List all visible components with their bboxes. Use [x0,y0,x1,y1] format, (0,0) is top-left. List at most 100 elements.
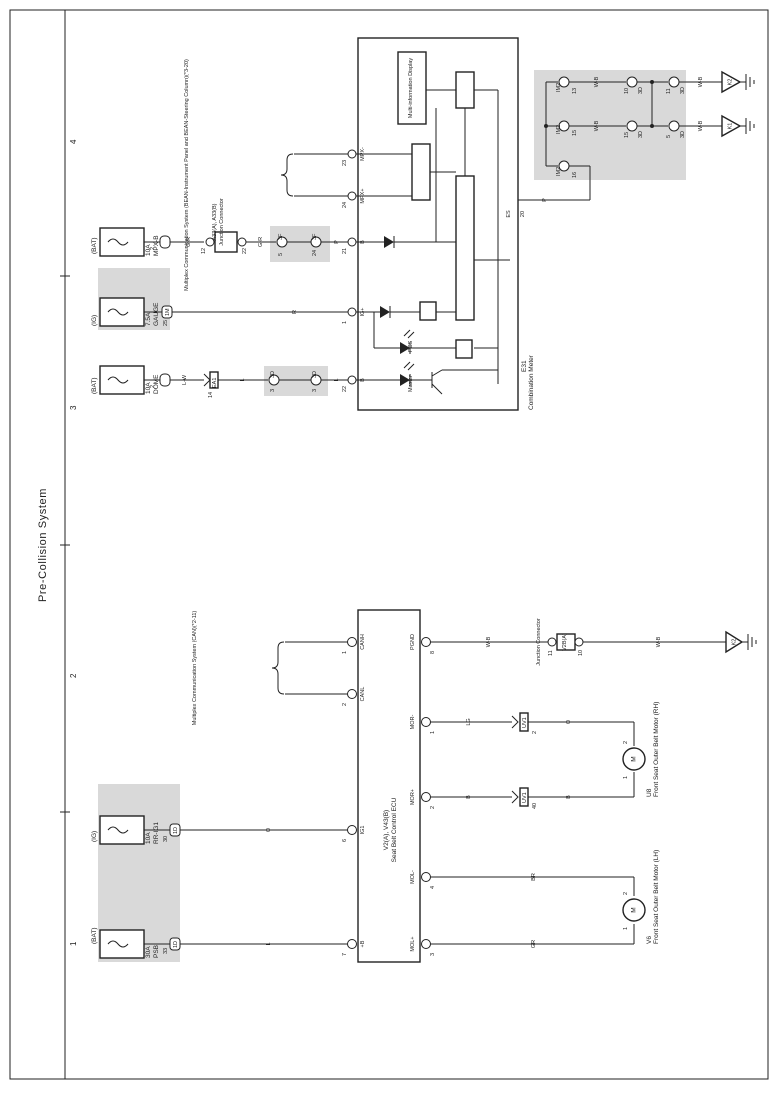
svg-text:3D: 3D [638,87,644,94]
svg-text:L: L [266,942,272,945]
svg-text:L-W: L-W [182,374,188,385]
svg-text:10: 10 [578,650,584,656]
svg-text:1: 1 [623,927,629,930]
svg-text:V2B(A): V2B(A) [562,633,568,651]
svg-text:PGND: PGND [410,634,416,650]
svg-text:3: 3 [430,953,436,956]
svg-text:UV1: UV1 [522,717,528,728]
svg-text:GR: GR [531,940,537,948]
svg-text:40: 40 [532,803,538,809]
svg-text:2: 2 [532,731,538,734]
svg-text:IM2: IM2 [556,167,562,176]
svg-text:W-B: W-B [594,76,600,87]
fuse-rrig1-pin: 30 [163,836,169,842]
svg-text:Combination Meter: Combination Meter [528,354,535,410]
svg-text:EA1: EA1 [212,378,218,388]
junction-connector-a33 [214,231,238,253]
svg-text:MPX-B: MPX-B [153,235,160,256]
svg-text:E31: E31 [521,360,528,372]
lower-section: (BAT) 30A PSB 33 1D (IG) 10A RR-IG1 30 1… [91,609,757,963]
svg-text:M: M [631,756,638,761]
svg-text:(IG): (IG) [91,315,98,326]
fuse-dome: (BAT) 10A DOME 2 [91,365,171,395]
ground-k1-upper [721,114,742,138]
svg-text:25: 25 [163,320,169,326]
svg-text:MOL+: MOL+ [410,936,416,951]
svg-text:24: 24 [342,202,348,208]
svg-text:DOME: DOME [153,374,160,394]
grid-2: 2 [69,673,78,678]
svg-text:R: R [292,310,298,314]
master-indicator-label: Master [408,375,414,392]
svg-text:3D: 3D [312,371,318,378]
svg-text:MOL-: MOL- [410,870,416,884]
svg-text:3F: 3F [278,233,284,240]
svg-text:Multi-information Display: Multi-information Display [408,58,414,118]
fuse-mpx-b: (BAT) 10A MPX-B 2 [91,227,171,257]
svg-text:5: 5 [666,135,672,138]
svg-text:11: 11 [666,88,672,94]
grid-1: 1 [69,941,78,946]
svg-text:LG: LG [466,718,472,725]
ecu-name: Seat Belt Control ECU [391,797,398,862]
svg-text:P: P [334,240,340,244]
fuse-gauge: (IG) 7.5A GAUGE 25 1M [91,297,173,327]
svg-text:12: 12 [201,248,207,254]
svg-text:1M: 1M [165,308,171,316]
motor-lh-symbol [622,898,646,922]
svg-text:3: 3 [270,389,276,392]
grid-3: 3 [69,405,78,410]
svg-text:2: 2 [430,806,436,809]
svg-text:P: P [542,198,548,202]
svg-text:7.5A: 7.5A [145,312,152,326]
svg-text:Multiplex Communication System: Multiplex Communication System (BEAN-Ins… [184,59,190,291]
svg-text:GAUGE: GAUGE [153,302,160,326]
grid-markers: 1 2 3 4 [60,139,78,946]
can-bus-note: Multiplex Communication System (CAN)(*2-… [192,611,348,726]
svg-text:MOR-: MOR- [410,715,416,730]
svg-text:6: 6 [342,839,348,842]
svg-text:11: 11 [548,650,554,656]
mpx-circuit: G-R 12 22 A33(A), A33(B) Junction Connec… [170,198,356,256]
upper-section: (BAT) 10A DOME 2 (IG) 7.5A GAUGE 25 1M (… [91,37,755,411]
svg-text:5: 5 [278,253,284,256]
fuse-rrig1-name: RR-IG1 [153,822,160,844]
svg-text:B: B [566,795,572,799]
svg-text:Front Seat Outer Belt Motor (L: Front Seat Outer Belt Motor (LH) [653,850,660,944]
svg-text:V6: V6 [646,936,653,944]
combination-meter: 22 1 21 24 23 B IG+ B MPX+ MPX- ES 20 E3… [342,37,535,411]
svg-text:B: B [466,795,472,799]
fuse-rr-ig1: (IG) 10A RR-IG1 30 1D [91,815,181,845]
svg-text:2: 2 [342,703,348,706]
svg-text:1: 1 [430,731,436,734]
svg-text:Multiplex Communication System: Multiplex Communication System (CAN)(*2-… [192,611,198,726]
svg-text:23: 23 [342,160,348,166]
svg-text:16: 16 [572,172,578,178]
svg-text:1: 1 [623,776,629,779]
svg-text:22: 22 [342,386,348,392]
svg-text:3D: 3D [680,131,686,138]
svg-text:U8: U8 [646,788,653,797]
svg-text:3: 3 [312,389,318,392]
svg-text:K2: K2 [731,639,737,646]
svg-text:CANH: CANH [360,634,366,650]
svg-text:CANL: CANL [360,687,366,702]
svg-text:8: 8 [430,651,436,654]
svg-text:Junction Connector: Junction Connector [536,618,542,666]
svg-text:W-B: W-B [656,636,662,647]
svg-text:IM2: IM2 [556,83,562,92]
motor-rh-symbol [622,747,646,771]
svg-text:3F: 3F [312,233,318,240]
mpx-bus-note: Multiplex Communication System (BEAN-Ins… [184,59,356,291]
svg-text:M: M [631,907,638,912]
svg-text:O: O [566,719,572,724]
svg-text:W-B: W-B [698,76,704,87]
grid-4: 4 [69,139,78,144]
svg-text:A33(A), A33(B): A33(A), A33(B) [212,203,218,240]
svg-text:20: 20 [520,211,526,217]
svg-text:BR: BR [531,873,537,881]
svg-text:15: 15 [572,130,578,136]
svg-text:2: 2 [623,741,629,744]
seat-belt-control-ecu: +B IG1 CANL CANH 7 6 2 1 V2(A), V43(B) S… [342,609,436,963]
